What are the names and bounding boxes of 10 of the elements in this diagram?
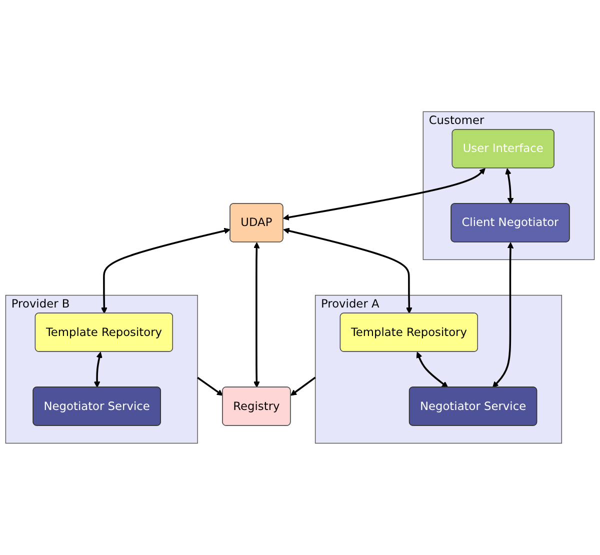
arrow bbox=[282, 168, 486, 221]
arrow bbox=[505, 168, 514, 204]
arrow bbox=[94, 352, 102, 388]
arrow bbox=[416, 352, 448, 388]
arrow bbox=[290, 376, 316, 396]
arrow bbox=[197, 376, 224, 396]
arrow bbox=[254, 242, 260, 388]
arrow bbox=[101, 228, 230, 314]
arrow bbox=[492, 242, 514, 388]
arrow bbox=[283, 228, 412, 314]
